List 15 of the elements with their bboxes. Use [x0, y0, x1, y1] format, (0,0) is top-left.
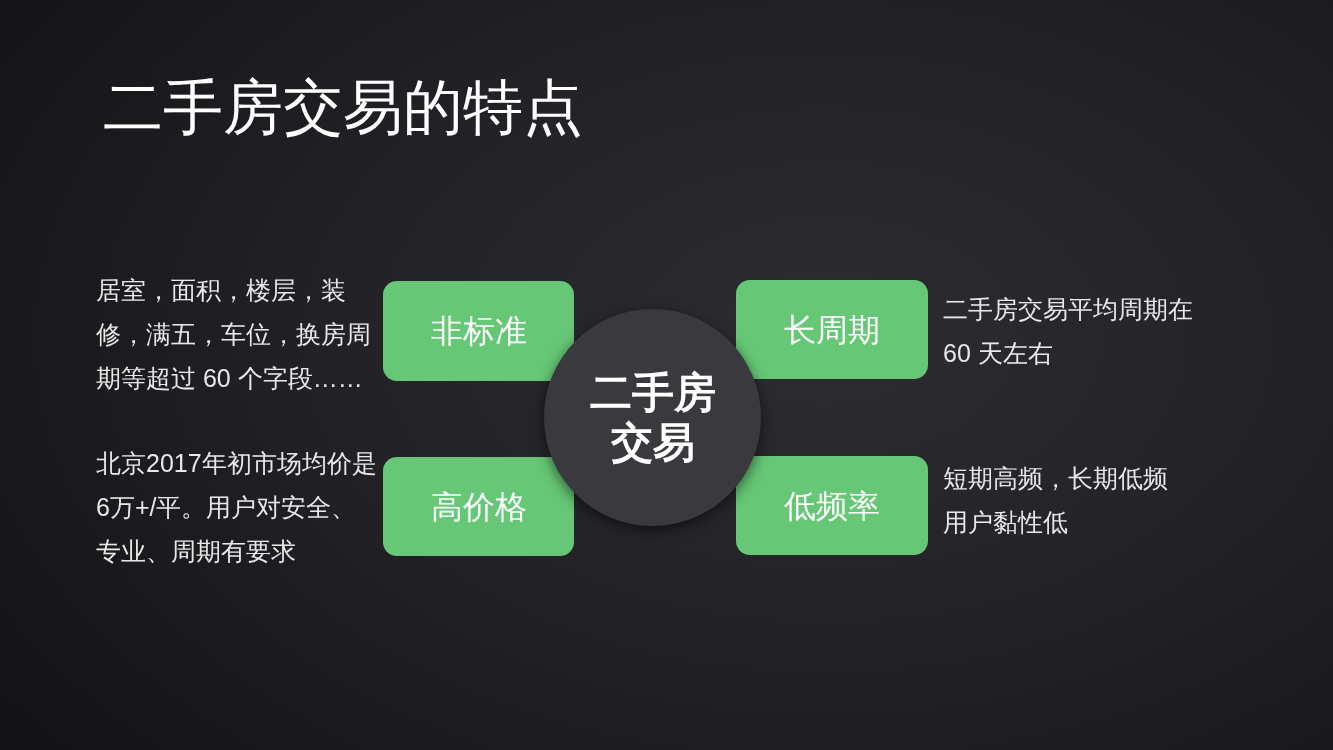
center-label: 二手房交易: [588, 367, 717, 468]
slide-title: 二手房交易的特点: [103, 73, 583, 143]
description-text: 居室，面积，楼层，装修，满五，车位，换房周期等超过 60 个字段……: [96, 275, 372, 394]
description-text: 用户黏性低: [943, 507, 1069, 538]
feature-label: 低频率: [784, 486, 880, 526]
feature-label: 高价格: [430, 487, 527, 527]
feature-box: [383, 281, 574, 381]
feature-box: [736, 280, 928, 379]
description-text: 北京2017年初市场均价是6万+/平。用户对安全、专业、周期有要求: [96, 448, 378, 567]
feature-box: [736, 456, 928, 555]
description-text: 短期高频，长期低频: [943, 463, 1169, 494]
feature-label: 长周期: [784, 310, 880, 350]
feature-label: 非标准: [430, 312, 527, 351]
feature-box: [383, 457, 574, 556]
description-text: 二手房交易平均周期在 60 天左右: [943, 294, 1194, 369]
